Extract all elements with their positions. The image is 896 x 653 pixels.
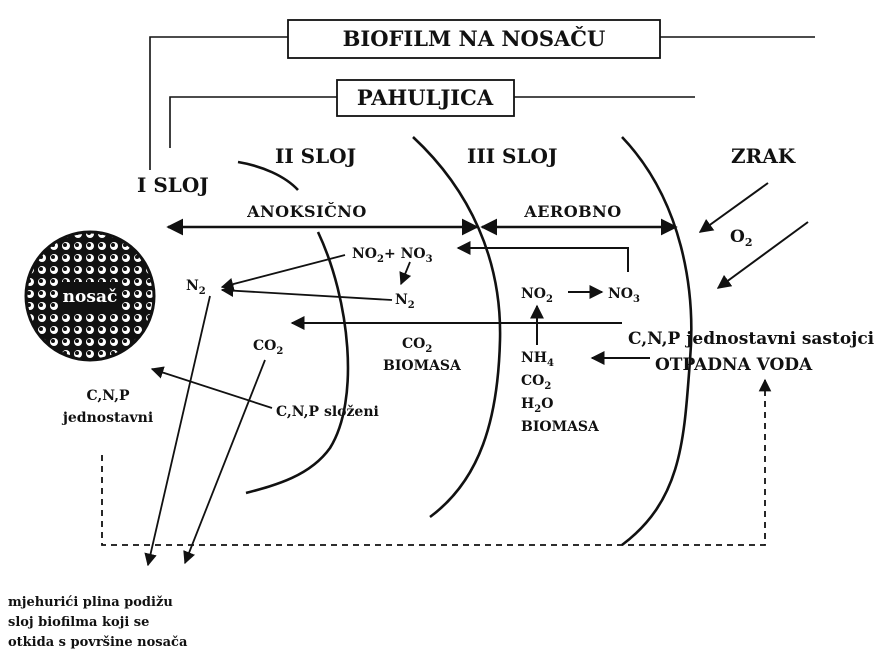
complex-cnp-label: C,N,P složeni: [276, 404, 379, 420]
ammonium-label: NH4: [521, 350, 554, 369]
nitrite-label: NO2: [521, 286, 553, 305]
denitrification-arrow-1: [222, 255, 345, 287]
bubbles-note-line2: sloj biofilma koji se: [8, 615, 149, 630]
carbon-dioxide-right-label: CO2: [521, 373, 551, 392]
water-label: H2O: [521, 396, 553, 415]
wastewater-label: OTPADNA VODA: [655, 355, 813, 375]
wastewater-constituents-label: C,N,P jednostavni sastojci: [628, 329, 875, 349]
boundary-curve-layer2: [246, 232, 348, 493]
nitrogen-gas-mid-label: N2: [395, 292, 415, 311]
aerobic-zone-label: AEROBNO: [523, 202, 621, 221]
boundary-curve-layer3: [413, 137, 500, 517]
nitrogen-gas-left-label: N2: [186, 278, 206, 297]
layer-3-label: III SLOJ: [467, 144, 557, 168]
air-arrow-1: [700, 183, 768, 232]
simple-cnp-label-line2: jednostavni: [61, 410, 153, 426]
bubbles-note-line1: mjehurići plina podižu: [8, 595, 173, 610]
layer-2-label: II SLOJ: [275, 144, 356, 168]
denitrification-arrow-3: [401, 262, 410, 284]
nitrite-plus-nitrate-label: NO2+ NO3: [352, 246, 433, 265]
carbon-dioxide-mid-label: CO2: [402, 336, 432, 355]
carrier-label: nosač: [63, 287, 118, 307]
floc-bracket-line: [170, 97, 337, 148]
biomass-mid-label: BIOMASA: [383, 358, 462, 374]
bubbles-note-line3: otkida s površine nosača: [8, 635, 188, 650]
carrier-disc: nosač: [26, 232, 154, 360]
floc-title-group: PAHULJICA: [170, 80, 695, 148]
floc-title: PAHULJICA: [357, 85, 494, 110]
layer-1-label: I SLOJ: [137, 173, 209, 197]
simple-cnp-label-line1: C,N,P: [86, 388, 130, 404]
nitrate-return-arrow: [458, 248, 628, 272]
biofilm-title: BIOFILM NA NOSAČU: [343, 26, 606, 51]
biomass-right-label: BIOMASA: [521, 419, 600, 435]
air-label: ZRAK: [731, 144, 796, 168]
anoxic-zone-label: ANOKSIČNO: [246, 201, 367, 221]
carbon-dioxide-bubble-arrow: [185, 360, 265, 563]
denitrification-arrow-2: [222, 290, 392, 300]
oxygen-label: O2: [730, 227, 752, 249]
nitrate-label: NO3: [608, 286, 640, 305]
carbon-dioxide-left-label: CO2: [253, 338, 283, 357]
